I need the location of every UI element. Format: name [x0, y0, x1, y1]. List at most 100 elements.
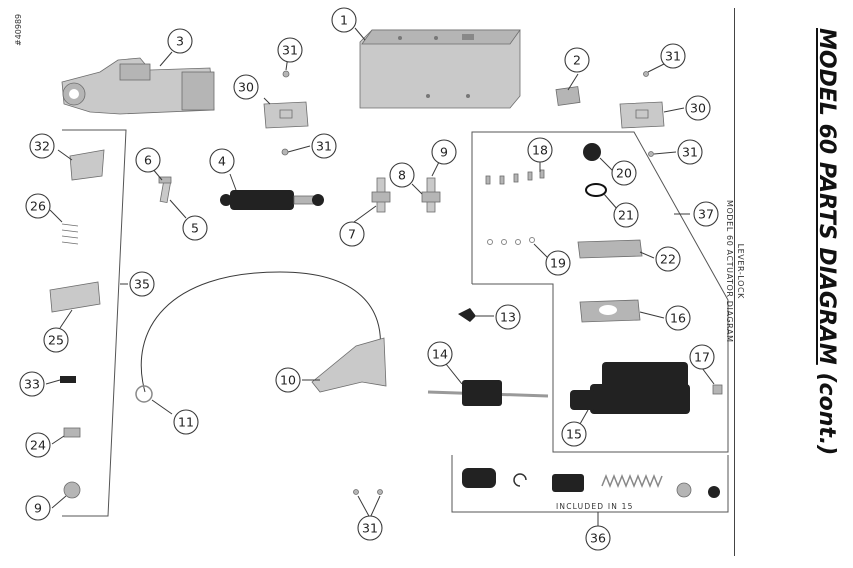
callout-15: 15 — [561, 421, 587, 447]
callout-9-top: 9 — [431, 139, 457, 165]
rivet-part-31-d — [648, 151, 654, 157]
actuator-housing-part — [359, 29, 521, 109]
callout-11: 11 — [173, 409, 199, 435]
leader-lines — [45, 27, 715, 526]
svg-text:15: 15 — [566, 427, 582, 442]
spring-part-26 — [61, 223, 79, 245]
svg-text:31: 31 — [362, 521, 378, 536]
svg-text:8: 8 — [398, 168, 406, 183]
group-outline-37 — [471, 131, 729, 453]
callout-21: 21 — [613, 202, 639, 228]
svg-text:17: 17 — [694, 350, 710, 365]
svg-text:2: 2 — [573, 53, 581, 68]
callout-31-a: 31 — [277, 37, 303, 63]
rivet-part-31-f — [377, 489, 383, 495]
pin-part-8 — [421, 177, 441, 213]
svg-text:26: 26 — [30, 199, 46, 214]
callout-25: 25 — [43, 327, 69, 353]
rivet-part-31-b — [281, 148, 289, 156]
callout-31-d: 31 — [677, 139, 703, 165]
fitting-part-17 — [712, 384, 723, 395]
diagram-caption: LEVER-LOCK MODEL 60 ACTUATOR DIAGRAM — [724, 200, 746, 343]
callout-24: 24 — [25, 432, 51, 458]
callout-30-right: 30 — [685, 95, 711, 121]
svg-text:25: 25 — [48, 333, 64, 348]
svg-text:31: 31 — [682, 145, 698, 160]
callout-8: 8 — [389, 162, 415, 188]
page-title-suffix: (cont.) — [814, 364, 839, 456]
screws-part-18 — [485, 169, 545, 185]
svg-text:31: 31 — [316, 139, 332, 154]
callout-1: 1 — [331, 7, 357, 33]
rivet-part-31-a — [282, 70, 290, 78]
svg-text:3: 3 — [176, 34, 184, 49]
callout-6: 6 — [135, 147, 161, 173]
page-title-main: MODEL 60 PARTS DIAGRAM — [814, 28, 839, 365]
svg-text:14: 14 — [432, 347, 448, 362]
callout-7: 7 — [339, 221, 365, 247]
rivet-part-31-c — [643, 71, 649, 77]
coupler-part — [61, 57, 215, 115]
lever-part-10 — [311, 337, 387, 393]
svg-text:16: 16 — [670, 311, 686, 326]
callout-35: 35 — [129, 271, 155, 297]
svg-text:31: 31 — [665, 49, 681, 64]
group-outline-35 — [62, 129, 127, 517]
plate-part-2 — [555, 86, 581, 106]
callout-18: 18 — [527, 137, 553, 163]
callout-14: 14 — [427, 341, 453, 367]
included-in-15-label: INCLUDED IN 15 — [556, 502, 634, 511]
rivet-part-31-e — [353, 489, 359, 495]
washers-part-19 — [487, 237, 535, 245]
repair-kit-part-36 — [462, 468, 720, 498]
callout-10: 10 — [275, 367, 301, 393]
callout-30-left: 30 — [233, 74, 259, 100]
master-cylinder-part-15 — [570, 362, 690, 414]
svg-text:9: 9 — [34, 501, 42, 516]
pin-part-7 — [371, 177, 391, 213]
callout-5: 5 — [182, 215, 208, 241]
svg-text:18: 18 — [532, 143, 548, 158]
svg-text:24: 24 — [30, 438, 46, 453]
bolt-part-6 — [158, 176, 172, 203]
svg-text:22: 22 — [660, 252, 676, 267]
svg-text:37: 37 — [698, 207, 714, 222]
caption-line-1: LEVER-LOCK — [736, 243, 745, 300]
svg-text:30: 30 — [238, 80, 254, 95]
svg-text:6: 6 — [144, 153, 152, 168]
svg-text:9: 9 — [440, 145, 448, 160]
svg-text:21: 21 — [618, 208, 634, 223]
callout-17: 17 — [689, 344, 715, 370]
svg-text:30: 30 — [690, 101, 706, 116]
callout-31-c: 31 — [660, 43, 686, 69]
svg-text:10: 10 — [280, 373, 296, 388]
reference-code: #40989 — [14, 13, 23, 46]
caption-line-2: MODEL 60 ACTUATOR DIAGRAM — [725, 200, 734, 343]
callout-4: 4 — [209, 148, 235, 174]
clip-part-25 — [49, 281, 101, 313]
callout-20: 20 — [611, 160, 637, 186]
svg-text:11: 11 — [178, 415, 194, 430]
svg-text:7: 7 — [348, 227, 356, 242]
callout-2: 2 — [564, 47, 590, 73]
callout-3: 3 — [167, 28, 193, 54]
svg-text:35: 35 — [134, 277, 150, 292]
callout-32: 32 — [29, 133, 55, 159]
washer-part-33 — [60, 376, 76, 383]
nut-part-24 — [63, 427, 81, 438]
svg-text:36: 36 — [590, 531, 606, 546]
page-title: MODEL 60 PARTS DIAGRAM (cont.) — [814, 28, 839, 455]
svg-text:13: 13 — [500, 310, 516, 325]
callout-36: 36 — [585, 525, 611, 551]
plate-part-22 — [577, 239, 643, 259]
callout-16: 16 — [665, 305, 691, 331]
bracket-part-30-left — [263, 101, 309, 129]
svg-text:4: 4 — [218, 154, 226, 169]
callout-26: 26 — [25, 193, 51, 219]
svg-text:5: 5 — [191, 221, 199, 236]
callout-37: 37 — [693, 201, 719, 227]
cap-part-20 — [583, 143, 601, 161]
svg-text:1: 1 — [340, 13, 348, 28]
nut-part-9 — [63, 481, 81, 499]
